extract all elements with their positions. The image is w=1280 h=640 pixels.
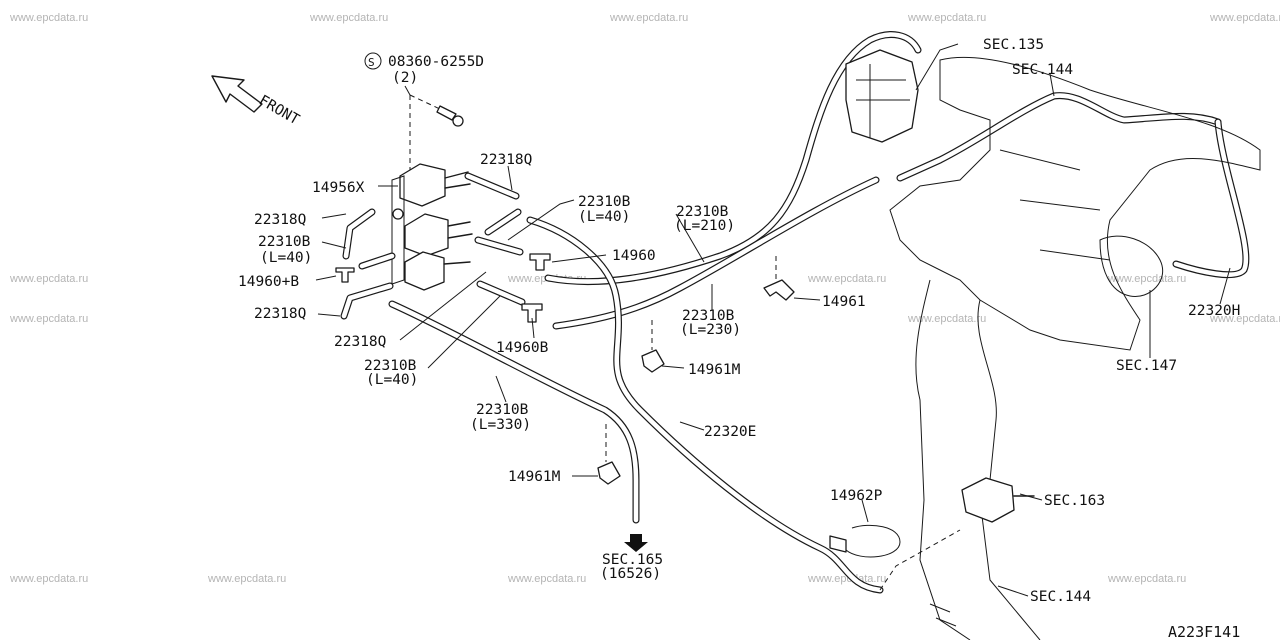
short-hoses [340, 172, 526, 320]
front-arrow-icon [211, 75, 263, 113]
long-hoses [388, 31, 1250, 594]
watermark: www.epcdata.ru [309, 12, 388, 24]
label-sec144-top[interactable]: SEC.144 [1012, 62, 1073, 78]
watermark: www.epcdata.ru [807, 273, 886, 285]
front-arrow: FRONT [211, 75, 302, 129]
label-22310b-40[interactable]: 22310B [578, 194, 631, 210]
front-label: FRONT [256, 93, 302, 129]
label-22310b-210[interactable]: 22310B [676, 204, 729, 220]
label-22310b-230[interactable]: 22310B [682, 308, 735, 324]
watermark: www.epcdata.ru [807, 573, 886, 585]
label-22310b-left-length: (L=40) [260, 250, 312, 266]
s-circle-icon [364, 52, 382, 70]
watermark: www.epcdata.ru [9, 273, 88, 285]
label-22310b-40-length: (L=40) [578, 209, 630, 225]
watermark: www.epcdata.ru [9, 313, 88, 325]
engine-outline [845, 49, 1261, 640]
clip-14961-icon [763, 279, 795, 301]
label-22310b-330-length: (L=330) [470, 417, 531, 433]
label-22320h[interactable]: 22320H [1188, 303, 1240, 319]
valve-nipples [443, 171, 473, 265]
bolt-qty: (2) [392, 70, 418, 86]
label-sec135[interactable]: SEC.135 [983, 37, 1044, 53]
watermark: www.epcdata.ru [1209, 313, 1280, 325]
air-duct [915, 279, 1041, 640]
label-sec147[interactable]: SEC.147 [1116, 358, 1177, 374]
label-sec165-ref: (16526) [600, 566, 661, 582]
bolt-head-icon [452, 115, 464, 127]
label-22310b-230-length: (L=230) [680, 322, 741, 338]
label-14961[interactable]: 14961 [822, 294, 866, 310]
label-sec163[interactable]: SEC.163 [1044, 493, 1105, 509]
label-22318q-left[interactable]: 22318Q [254, 212, 306, 228]
clip-14961m-icon [597, 461, 621, 485]
label-22310b-left[interactable]: 22310B [258, 234, 311, 250]
watermark-layer: www.epcdata.ru www.epcdata.ru www.epcdat… [9, 12, 1280, 585]
diagram-id: A223F141 [1168, 623, 1240, 640]
bracket [391, 175, 405, 285]
label-sec165[interactable]: SEC.165 [602, 552, 663, 568]
watermark: www.epcdata.ru [1107, 573, 1186, 585]
bolt-dash-line [409, 94, 443, 170]
label-sec144-bottom[interactable]: SEC.144 [1030, 589, 1091, 605]
hose-sec144 [896, 92, 1222, 182]
label-22318q-mid[interactable]: 22318Q [334, 334, 386, 350]
label-22310b-40b-length: (L=40) [366, 372, 418, 388]
solenoid-valve-assembly[interactable] [391, 163, 473, 291]
part-labels: SEC.135 SEC.144 14956X 22318Q 22318Q 223… [238, 37, 1240, 640]
label-14956x[interactable]: 14956X [312, 180, 365, 196]
label-22318q-left2[interactable]: 22318Q [254, 306, 306, 322]
clips [597, 256, 795, 485]
label-22310b-330[interactable]: 22310B [476, 402, 529, 418]
bolt-part-number[interactable]: 08360-6255D [388, 54, 484, 70]
label-22310b-210-length: (L=210) [674, 218, 735, 234]
clip-14961m-icon [641, 349, 665, 373]
leader-lines [315, 43, 1231, 597]
label-14960b[interactable]: 14960B [496, 340, 549, 356]
t-connector-icon [529, 253, 551, 271]
solenoid-valve [399, 163, 446, 207]
canister-sec135 [845, 49, 919, 143]
sensor-sec163 [961, 477, 1015, 523]
watermark: www.epcdata.ru [207, 573, 286, 585]
bracket-hole-icon [392, 208, 404, 220]
watermark: www.epcdata.ru [1107, 273, 1186, 285]
watermark: www.epcdata.ru [907, 313, 986, 325]
watermark: www.epcdata.ru [9, 12, 88, 24]
label-22318q-top[interactable]: 22318Q [480, 152, 532, 168]
bolt-icon [436, 105, 457, 121]
t-connector-icon [335, 267, 355, 283]
hose-clamp [829, 524, 961, 591]
label-22310b-40b[interactable]: 22310B [364, 358, 417, 374]
watermark: www.epcdata.ru [609, 12, 688, 24]
bolt-callout[interactable]: S 08360-6255D (2) [364, 52, 484, 170]
watermark: www.epcdata.ru [907, 12, 986, 24]
bolt-symbol: S [368, 56, 375, 69]
down-arrow-icon [624, 534, 648, 552]
watermark: www.epcdata.ru [1209, 12, 1280, 24]
solenoid-valve [404, 251, 445, 291]
label-22320e[interactable]: 22320E [704, 424, 756, 440]
solenoid-valve [404, 213, 449, 257]
label-14961m-low[interactable]: 14961M [508, 469, 561, 485]
label-14960b-left[interactable]: 14960+B [238, 274, 299, 290]
t-connector-icon [521, 303, 543, 323]
connectors [335, 253, 551, 323]
clamp-band-icon [845, 524, 901, 558]
label-14960[interactable]: 14960 [612, 248, 656, 264]
watermark: www.epcdata.ru [9, 573, 88, 585]
leader-line [404, 85, 411, 96]
watermark: www.epcdata.ru [507, 573, 586, 585]
intake-manifold [889, 56, 1261, 351]
clamp-tab-icon [829, 535, 847, 553]
label-14962p[interactable]: 14962P [830, 488, 883, 504]
label-14961m-mid[interactable]: 14961M [688, 362, 741, 378]
